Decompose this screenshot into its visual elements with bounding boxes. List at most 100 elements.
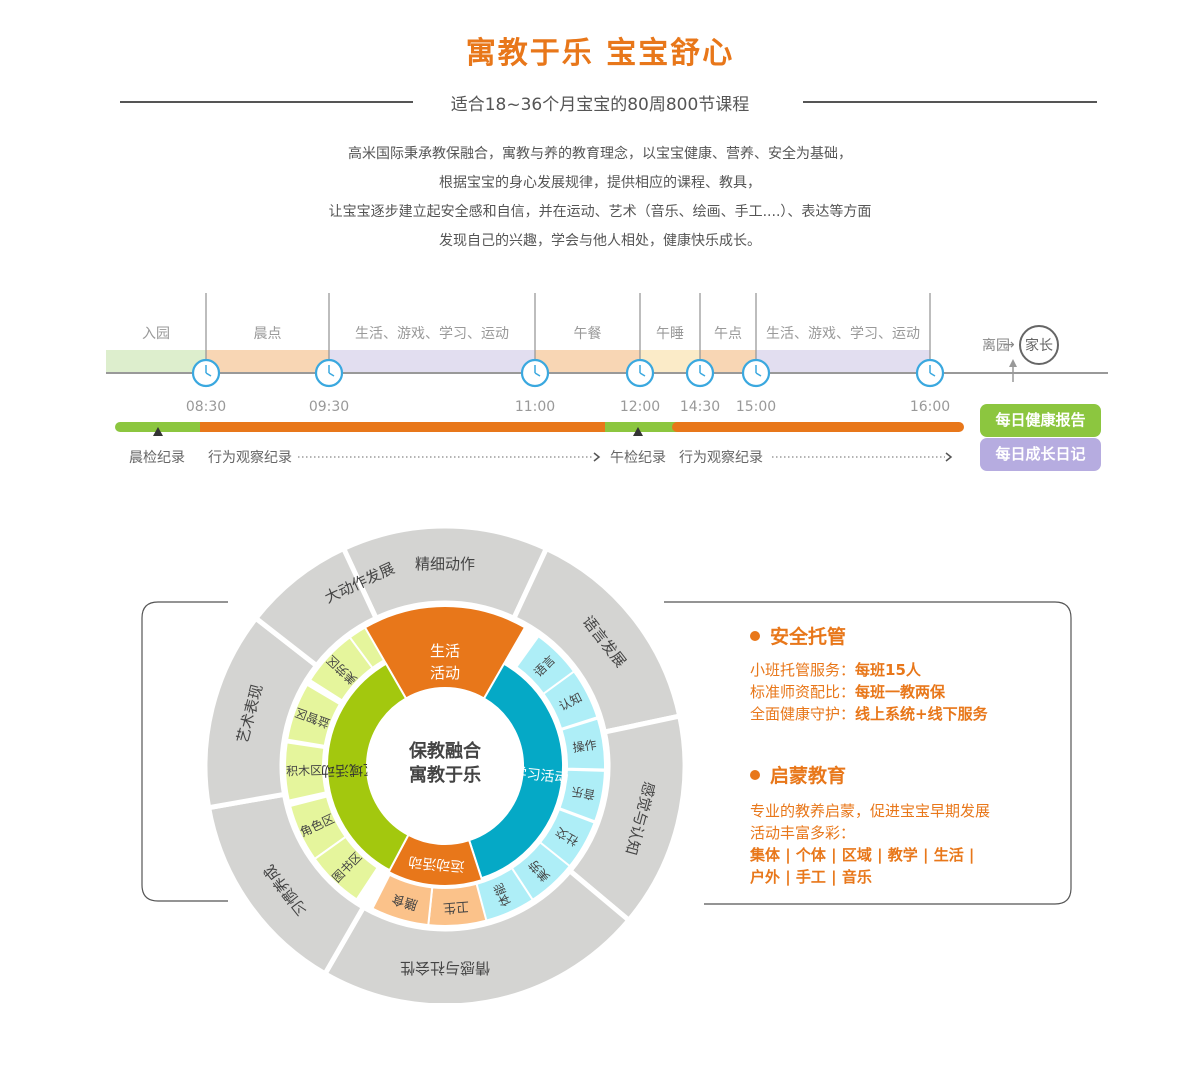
clock-icon (520, 358, 550, 388)
clock-icon (685, 358, 715, 388)
daily-health-report-button[interactable]: 每日健康报告 (980, 404, 1101, 437)
clock-icon (741, 358, 771, 388)
triangle-marker-icon (153, 427, 163, 436)
area-subitem-label: 积木区 (286, 763, 322, 778)
subtitle-divider-right (803, 101, 1097, 103)
core-label: 运动活动 (408, 853, 465, 874)
wheel-center (367, 688, 523, 844)
education-tags: 户外 | 手工 | 音乐 (750, 868, 872, 886)
timeline-band (535, 350, 640, 372)
learning-subitem (558, 768, 606, 823)
timeline-time: 14:30 (680, 399, 720, 415)
timeline-time: 12:00 (620, 399, 660, 415)
learning-subitem (560, 717, 606, 771)
timeline-band (329, 350, 535, 372)
timeline-band (640, 350, 700, 372)
timeline-time: 16:00 (910, 399, 950, 415)
bullet-dot-icon (750, 769, 760, 780)
clock-icon (915, 358, 945, 388)
info-frame (141, 601, 1072, 905)
page-title: 寓教于乐 宝宝舒心 (465, 36, 735, 71)
learning-subitem-label: 操作 (572, 737, 598, 755)
education-line: 活动丰富多彩： (750, 824, 856, 842)
timeline-segment-label: 晨点 (254, 326, 282, 342)
timeline-segment-label: 生活、游戏、学习、运动 (766, 326, 920, 342)
record-noon-check: 午检纪录 (610, 450, 666, 466)
clock-icon (314, 358, 344, 388)
progress-bar-observation (200, 422, 608, 432)
arrow-right-icon: → (1003, 337, 1015, 353)
timeline-band (700, 350, 756, 372)
intro-line: 发现自己的兴趣，学会与他人相处，健康快乐成长。 (439, 233, 761, 249)
intro-line: 根据宝宝的身心发展规律，提供相应的课程、教具， (439, 175, 761, 191)
intro-line: 高米国际秉承教保融合，寓教与养的教育理念，以宝宝健康、营养、安全为基础， (348, 146, 852, 162)
core-label: 生活 (430, 642, 460, 660)
area-subitem (286, 683, 342, 748)
wheel-center-line: 保教融合 (408, 740, 482, 762)
safety-label: 全面健康守护： (750, 705, 856, 723)
timeline-segment-label: 入园 (142, 326, 170, 342)
record-morning-check: 晨检纪录 (129, 450, 185, 466)
motion-subitem (371, 873, 434, 927)
core-label: 区域活动 (321, 760, 378, 778)
education-line: 专业的教养启蒙，促进宝宝早期发展 (750, 802, 991, 820)
subtitle-divider-left (120, 101, 413, 103)
core-label: 活动 (430, 664, 460, 682)
parent-circle (1019, 325, 1059, 365)
motion-subitem-label: 卫生 (443, 898, 470, 915)
triangle-marker-icon (633, 427, 643, 436)
page-subtitle: 适合18~36个月宝宝的80周800节课程 (450, 95, 750, 115)
intro-paragraph: 高米国际秉承教保融合，寓教与养的教育理念，以宝宝健康、营养、安全为基础， 根据宝… (200, 140, 1000, 256)
safety-title: 安全托管 (770, 626, 847, 648)
timeline-band (206, 350, 329, 372)
safety-label: 小班托管服务： (750, 661, 856, 679)
education-tags: 集体 | 个体 | 区域 | 教学 | 生活 | (750, 846, 975, 864)
timeline-band (106, 350, 206, 372)
chevron-right-icon (593, 452, 601, 462)
clock-icon (625, 358, 655, 388)
record-observation: 行为观察纪录 (208, 449, 292, 466)
learning-subitem (541, 669, 599, 731)
leave-label: 离园 (982, 337, 1010, 354)
safety-value: 每班一教两保 (855, 683, 946, 701)
wheel-center-line: 寓教于乐 (409, 764, 481, 786)
domain-label: 情感与社会性 (400, 959, 490, 977)
record-observation-2: 行为观察纪录 (679, 449, 763, 466)
progress-bar-noon-check (605, 422, 677, 432)
motion-subitem-label: 膳食 (390, 890, 419, 913)
chevron-right-icon (945, 452, 953, 462)
learning-subitem-label: 音乐 (570, 784, 596, 803)
safety-section: 安全托管 小班托管服务：每班15人 标准师资配比：每班一教两保 全面健康守护：线… (750, 622, 988, 725)
bullet-dot-icon (750, 630, 760, 641)
timeline-segment-label: 午餐 (574, 326, 602, 342)
progress-bar-observation-2 (672, 422, 964, 432)
clock-icon (191, 358, 221, 388)
area-subitem (284, 741, 328, 802)
area-subitem (308, 635, 374, 702)
timeline-time: 11:00 (515, 399, 555, 415)
timeline-time: 09:30 (309, 399, 349, 415)
area-subitem (288, 795, 348, 861)
progress-bar-morning-check (115, 422, 205, 432)
arrow-up-head (1009, 359, 1017, 367)
timeline-segment-label: 生活、游戏、学习、运动 (355, 326, 509, 342)
timeline-time: 15:00 (736, 399, 776, 415)
timeline-time: 08:30 (186, 399, 226, 415)
domain-label: 精细动作 (415, 555, 475, 573)
education-section: 启蒙教育 专业的教养启蒙，促进宝宝早期发展 活动丰富多彩： 集体 | 个体 | … (750, 761, 990, 888)
intro-line: 让宝宝逐步建立起安全感和自信，并在运动、艺术（音乐、绘画、手工....）、表达等… (328, 204, 872, 220)
core-label: 学习活动 (512, 765, 569, 787)
safety-value: 每班15人 (855, 661, 921, 679)
timeline-segment-label: 午点 (714, 326, 742, 342)
timeline-band (756, 350, 930, 372)
daily-timeline: 入园 晨点 生活、游戏、学习、运动 午餐 午睡 午点 生活、游戏、学习、运动 08:30 09… (106, 293, 1108, 466)
area-subitem (313, 835, 380, 901)
parent-label: 家长 (1025, 337, 1053, 354)
domain-segment (252, 545, 380, 670)
timeline-segment-label: 午睡 (656, 326, 684, 342)
safety-value: 线上系统+线下服务 (855, 705, 988, 723)
education-title: 启蒙教育 (770, 765, 847, 787)
safety-label: 标准师资配比： (750, 683, 856, 701)
daily-growth-diary-button[interactable]: 每日成长日记 (980, 438, 1101, 471)
